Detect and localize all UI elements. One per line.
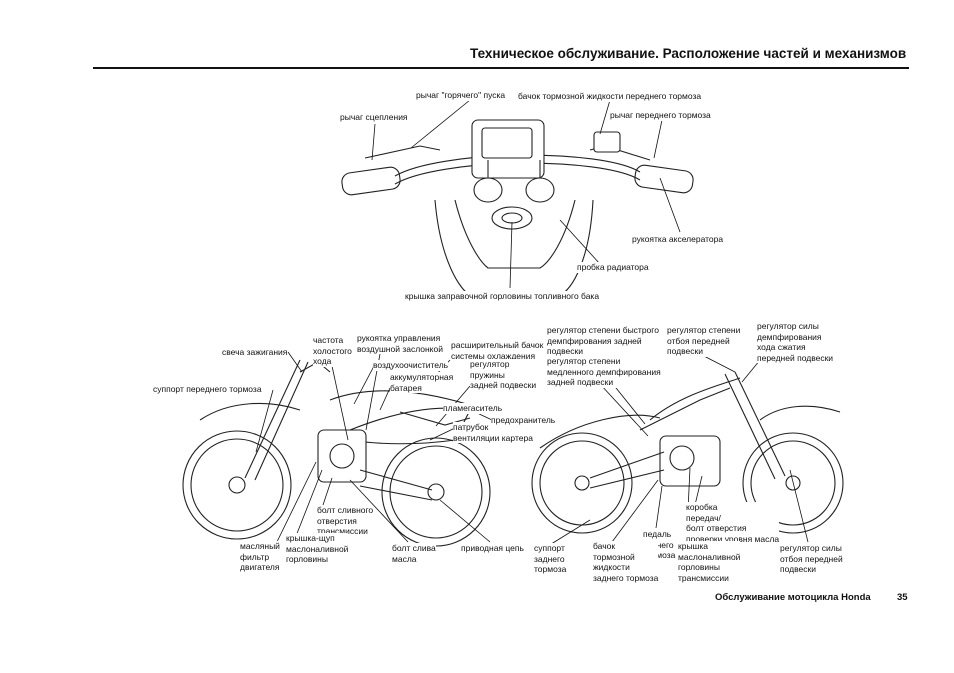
label-spark-plug: свеча зажигания (222, 347, 288, 358)
label-fuel-filler-cap: крышка заправочной горловины топливного … (405, 291, 600, 302)
label-coolant-reserve: расширительный бачок системы охлаждения (451, 340, 544, 361)
label-oil-dipstick: крышка-щуп маслоналивной горловины (286, 533, 349, 565)
label-radiator-cap: пробка радиатора (577, 262, 649, 273)
label-air-cleaner: воздухоочиститель (373, 360, 449, 371)
label-spark-arrester: пламегаситель (443, 403, 503, 414)
page-title: Техническое обслуживание. Расположение ч… (470, 46, 907, 61)
label-idle-speed: частота холостого хода (313, 335, 352, 367)
header-rule (93, 67, 909, 69)
label-front-brake-lever: рычаг переднего тормоза (610, 110, 711, 121)
label-front-compression-damping: регулятор силы демпфирования хода сжатия… (757, 321, 834, 363)
label-trans-oil-cap: крышка маслоналивной горловины трансмисс… (678, 541, 741, 583)
page-number: 35 (897, 592, 908, 603)
handlebar-drawing (341, 119, 694, 296)
label-crankcase-breather: патрубок вентиляции картера (453, 422, 533, 443)
right-motorcycle-drawing (531, 371, 844, 534)
label-hot-start-lever: рычаг "горячего" пуска (416, 90, 506, 101)
footer-title: Обслуживание мотоцикла Honda (715, 592, 871, 603)
label-rear-spring-adjuster: регулятор пружины задней подвески (470, 359, 537, 391)
label-clutch-lever: рычаг сцепления (340, 112, 408, 123)
label-oil-filter: масляный фильтр двигателя (240, 541, 280, 573)
label-rear-brake-reservoir: бачок тормозной жидкости заднего тормоза (593, 541, 659, 583)
left-motorcycle-drawing (182, 359, 491, 547)
label-front-rebound-adjuster: регулятор силы отбоя передней подвески (780, 543, 843, 575)
label-rear-low-speed-damping: регулятор степени медленного демпфирован… (547, 356, 661, 388)
label-throttle-grip: рукоятка акселератора (632, 234, 724, 245)
label-rear-brake-caliper: суппорт заднего тормоза (534, 543, 567, 575)
label-front-brake-caliper: суппорт переднего тормоза (153, 384, 262, 395)
label-trans-drain-bolt: болт сливного отверстия трансмиссии (317, 505, 374, 537)
handlebar-leaders (371, 99, 681, 289)
label-oil-drain-bolt: болт слива масла (392, 543, 436, 564)
label-battery: аккумуляторная батарея (390, 372, 454, 393)
label-drive-chain: приводная цепь (461, 543, 524, 554)
label-gearbox-check-bolt: коробка передач/ болт отверстия проверки… (686, 502, 780, 544)
label-front-rebound-damping: регулятор степени отбоя передней подвеск… (667, 325, 741, 357)
label-rear-high-speed-damping: регулятор степени быстрого демпфирования… (547, 325, 659, 357)
label-fuse: предохранитель (491, 415, 556, 426)
label-choke-knob: рукоятка управления воздушной заслонкой (357, 333, 443, 354)
label-front-brake-reservoir: бачок тормозной жидкости переднего тормо… (518, 91, 702, 102)
